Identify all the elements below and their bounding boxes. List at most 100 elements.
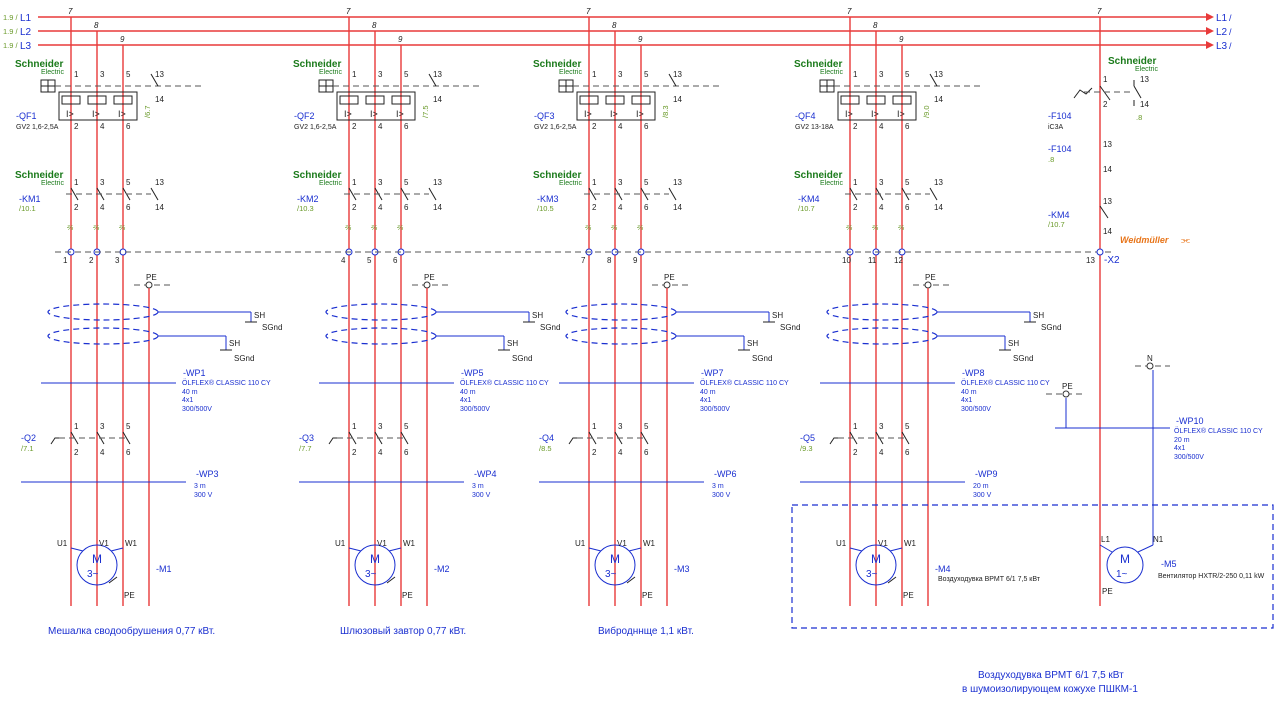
- contactor-pin-top-2: 3: [100, 178, 105, 187]
- terminal-label-5: 5: [367, 256, 372, 265]
- cable-2-len: 3 m: [472, 483, 484, 490]
- cable-1-len: 40 m: [961, 389, 977, 396]
- breaker-pin-top-2: 3: [879, 70, 884, 79]
- motor-u1: U1: [575, 539, 586, 548]
- terminal-label-2: 2: [89, 256, 94, 265]
- fan-aux-pin-14: 14: [1140, 100, 1149, 109]
- pe-terminal[interactable]: [924, 281, 932, 289]
- cable-2-len: 20 m: [973, 483, 989, 490]
- contactor-pin-bottom-3: 6: [126, 203, 131, 212]
- cable-1-spec: ÖLFLEX® CLASSIC 110 CY: [460, 379, 549, 387]
- phase-in-ref-l2: 1.9 /: [3, 27, 19, 36]
- terminal-label-8: 8: [607, 256, 612, 265]
- shield-label-1: SH: [1033, 311, 1044, 320]
- pe-label: PE: [146, 273, 157, 282]
- breaker-pole-2: [87, 95, 107, 105]
- fan-breaker-model: iC3A: [1048, 124, 1064, 131]
- breaker-trip-3: I>: [636, 109, 644, 119]
- breaker-trip-2: I>: [370, 109, 378, 119]
- fan-aux-ref: .8: [1048, 155, 1054, 164]
- pe-terminal[interactable]: [423, 281, 431, 289]
- switch-tag: -Q3: [299, 433, 314, 443]
- contactor-pin-bottom-2: 4: [378, 203, 383, 212]
- terminal-label-12: 12: [894, 256, 903, 265]
- breaker-model: GV2 1,6-2,5A: [534, 124, 577, 131]
- shield-label-1: SH: [532, 311, 543, 320]
- contactor-mark-2: ⅔: [611, 223, 618, 232]
- fan-breaker-contact: [1099, 85, 1111, 101]
- switch-pin-top-2: 3: [618, 422, 623, 431]
- arrow-l3-icon: [1206, 41, 1214, 49]
- contactor-ref: /10.1: [19, 204, 36, 213]
- contactor-tag: -KM4: [798, 194, 820, 204]
- sgnd-label-2: SGnd: [512, 354, 532, 363]
- contactor-aux-13: 13: [433, 178, 442, 187]
- phase-out-l2: L2: [1216, 27, 1228, 38]
- contactor-pin-top-1: 1: [352, 178, 357, 187]
- cable-2-tag: -WP4: [474, 469, 497, 479]
- motor-symbol: [594, 544, 636, 586]
- fan-cable-len: 20 m: [1174, 437, 1190, 444]
- breaker-pin-bottom-3: 6: [905, 122, 910, 131]
- terminal-label-4: 4: [341, 256, 346, 265]
- terminal-label-9: 9: [633, 256, 638, 265]
- feeder-2: 789SchneiderElectricI>12I>34I>561314/7.5…: [293, 7, 560, 637]
- shield-label-2: SH: [229, 339, 240, 348]
- contactor-ref: /10.7: [798, 204, 815, 213]
- fan-breaker-tag: -F104: [1048, 111, 1072, 121]
- motor-w1: W1: [403, 539, 416, 548]
- breaker-pin-top-1: 1: [74, 70, 79, 79]
- motor-description: Мешалка сводообрушения 0,77 кВт.: [48, 625, 215, 637]
- cable-1-tag: -WP1: [183, 368, 206, 378]
- breaker-pin-bottom-3: 6: [404, 122, 409, 131]
- fan-neutral-terminal[interactable]: [1146, 362, 1154, 370]
- contactor-pin-top-1: 1: [74, 178, 79, 187]
- motor-symbol: [354, 544, 396, 586]
- fan-motor-desc: Вентилятор HXTR/2-250 0,11 kW: [1158, 573, 1265, 580]
- pe-terminal[interactable]: [145, 281, 153, 289]
- weidmuller-mark-icon: ⫘: [1181, 235, 1190, 246]
- shield-label-1: SH: [772, 311, 783, 320]
- switch-pin-bottom-1: 2: [74, 448, 79, 457]
- breaker-model: GV2 13-18A: [795, 124, 834, 131]
- breaker-pole-1: [339, 95, 359, 105]
- pe-terminal[interactable]: [663, 281, 671, 289]
- cable-1-cores: 4x1: [961, 397, 972, 404]
- breaker-pin-bottom-2: 4: [378, 122, 383, 131]
- contactor-mark-2: ⅔: [93, 223, 100, 232]
- cable-1-spec: ÖLFLEX® CLASSIC 110 CY: [182, 379, 271, 387]
- motor-w1: W1: [904, 539, 917, 548]
- motor-w-lead: [388, 547, 402, 552]
- fan-pe-terminal[interactable]: [1062, 390, 1070, 398]
- contactor-pin-top-3: 5: [644, 178, 649, 187]
- tap-mark-2: 8: [372, 21, 377, 30]
- switch-pin-top-1: 1: [592, 422, 597, 431]
- breaker-trip-2: I>: [610, 109, 618, 119]
- terminal-13[interactable]: [1096, 248, 1104, 256]
- cable-2-volt: 300 V: [973, 492, 992, 499]
- breaker-ref: /9.0: [922, 105, 931, 118]
- motor-v1: V1: [99, 539, 109, 548]
- motor-pe: PE: [402, 591, 413, 600]
- contactor-aux-contact: [668, 187, 677, 201]
- breaker-pin-bottom-1: 2: [592, 122, 597, 131]
- fan-breaker[interactable]: 1 2 13 14: [1073, 75, 1149, 109]
- switch-pin-bottom-3: 6: [126, 448, 131, 457]
- pe-label: PE: [424, 273, 435, 282]
- motor-description: Шлюзовый завтор 0,77 кВт.: [340, 626, 466, 637]
- contactor-pin-bottom-2: 4: [100, 203, 105, 212]
- contactor-aux-13: 13: [155, 178, 164, 187]
- switch-pin-top-2: 3: [378, 422, 383, 431]
